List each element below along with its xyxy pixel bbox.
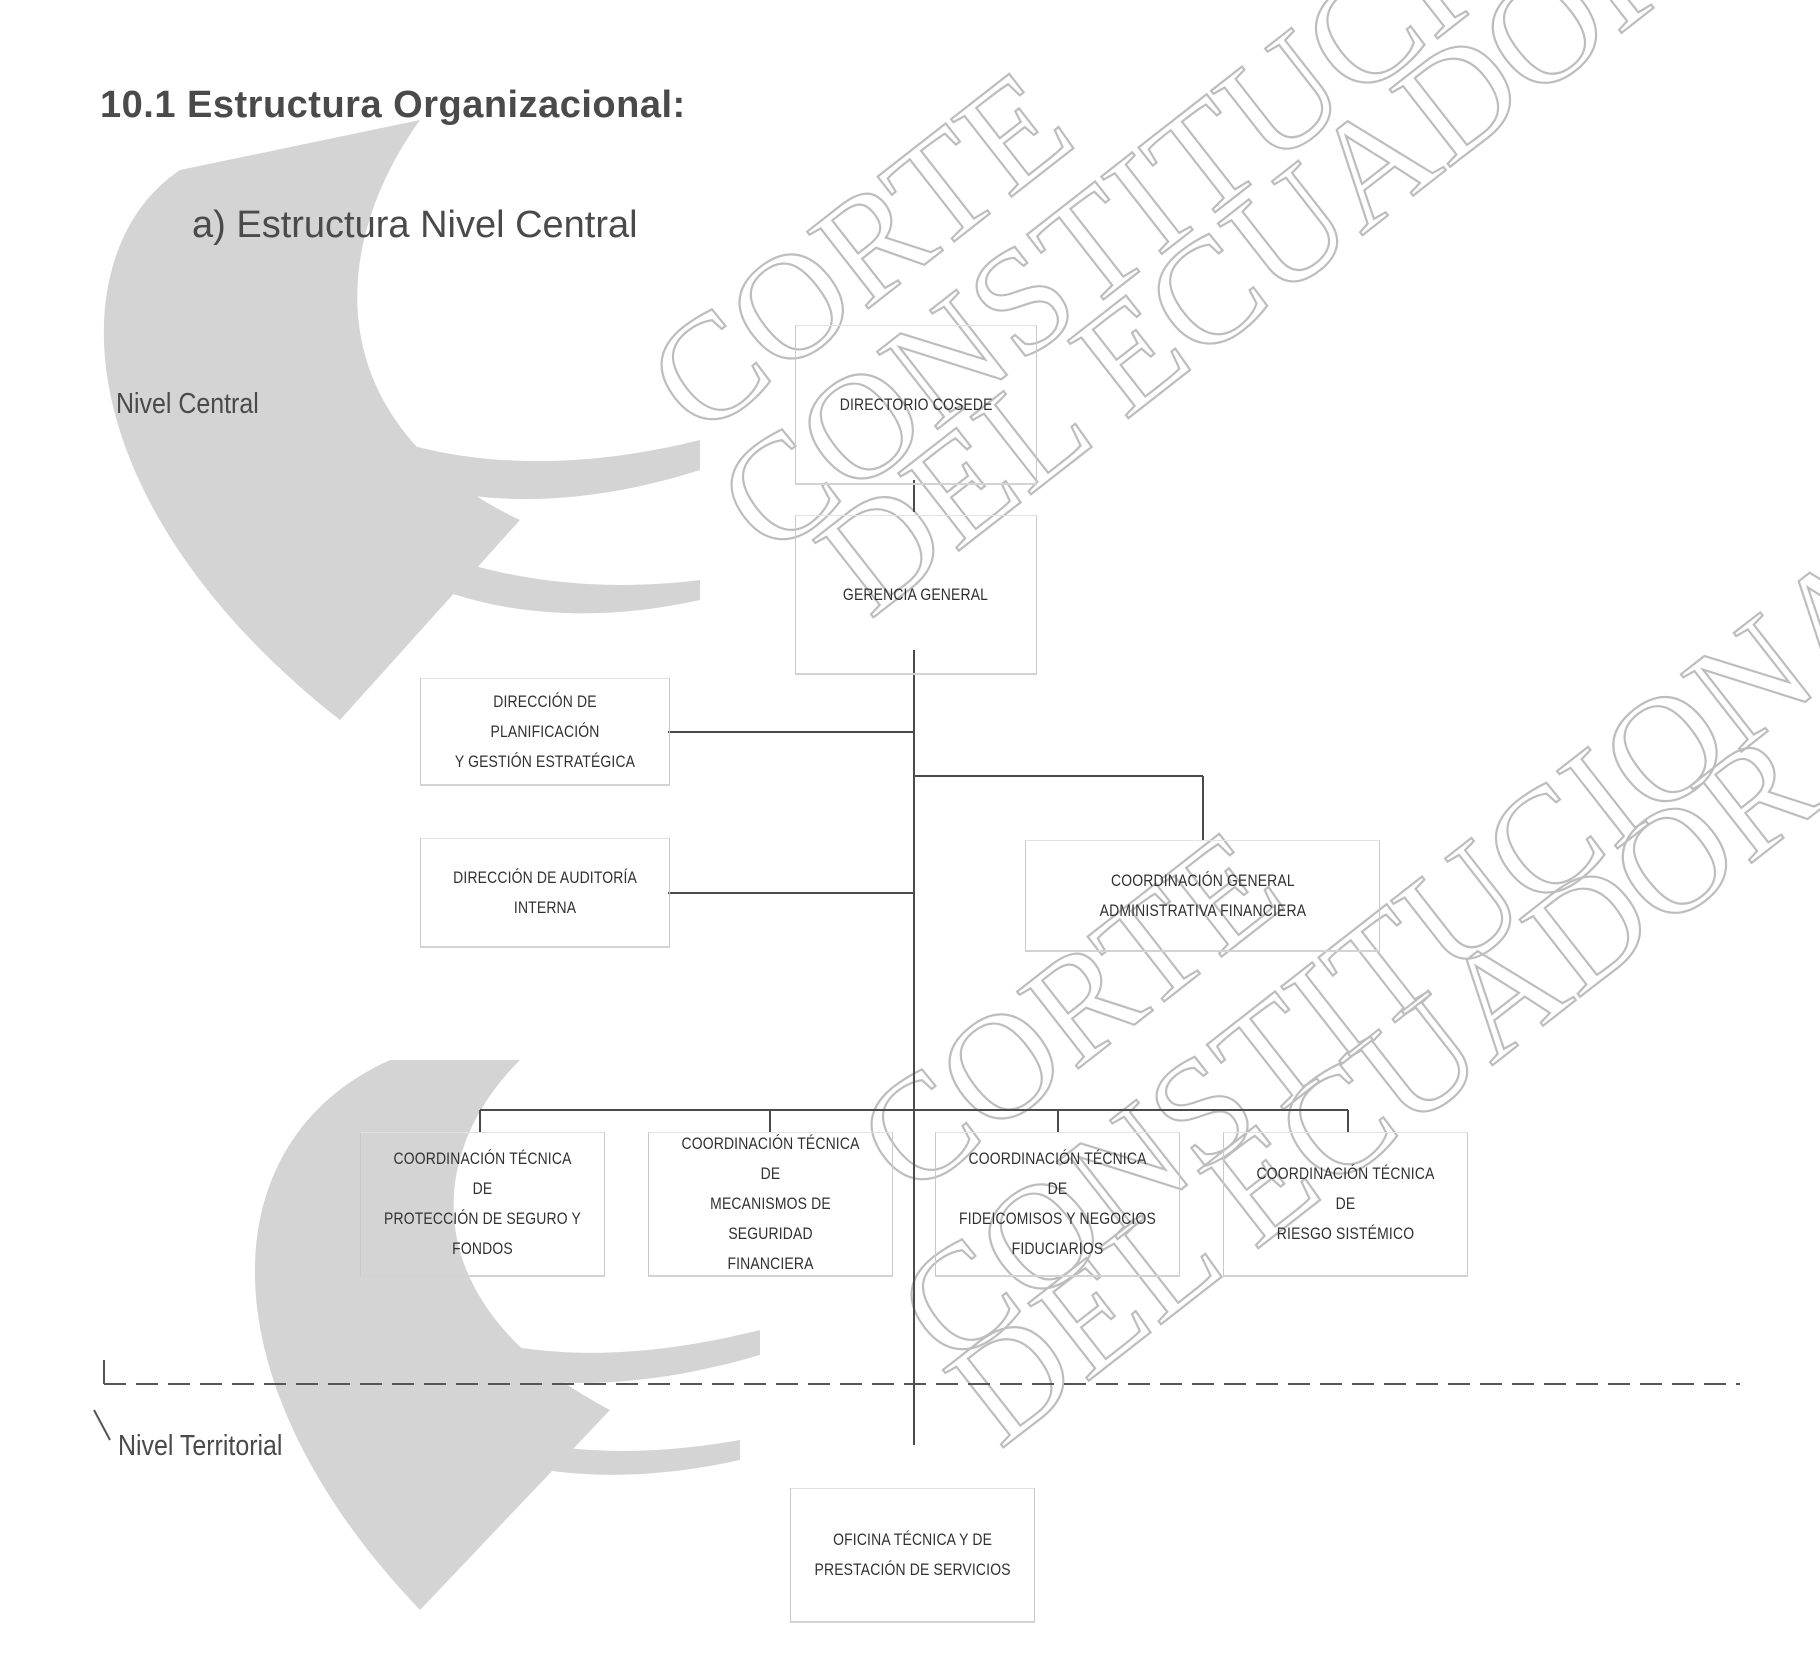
org-node-fideicomisos: COORDINACIÓN TÉCNICA DE FIDEICOMISOS Y N… <box>935 1132 1180 1277</box>
org-node-coord-admin: COORDINACIÓN GENERAL ADMINISTRATIVA FINA… <box>1025 840 1380 952</box>
org-node-label: DIRECTORIO COSEDE <box>839 394 993 414</box>
org-node-label: COORDINACIÓN GENERAL ADMINISTRATIVA FINA… <box>1099 870 1306 920</box>
section-heading: 10.1 Estructura Organizacional: <box>100 84 686 126</box>
watermark-swoosh-top-arc1 <box>240 330 700 500</box>
org-node-oficina: OFICINA TÉCNICA Y DE PRESTACIÓN DE SERVI… <box>790 1488 1035 1623</box>
org-node-gerencia: GERENCIA GENERAL <box>795 515 1037 675</box>
org-node-label: OFICINA TÉCNICA Y DE PRESTACIÓN DE SERVI… <box>814 1530 1011 1579</box>
level-label-territorial: Nivel Territorial <box>118 1430 283 1462</box>
org-node-riesgo: COORDINACIÓN TÉCNICA DE RIESGO SISTÉMICO <box>1223 1132 1468 1277</box>
org-node-directorio: DIRECTORIO COSEDE <box>795 325 1037 485</box>
watermark-swoosh-bottom-arc1 <box>300 1220 760 1383</box>
org-node-label: COORDINACIÓN TÉCNICA DE PROTECCIÓN DE SE… <box>383 1149 581 1258</box>
org-node-auditoria: DIRECCIÓN DE AUDITORÍA INTERNA <box>420 838 670 948</box>
org-node-label: COORDINACIÓN TÉCNICA DE MECANISMOS DE SE… <box>681 1134 860 1273</box>
org-node-label: COORDINACIÓN TÉCNICA DE FIDEICOMISOS Y N… <box>959 1149 1156 1258</box>
org-node-label: DIRECCIÓN DE AUDITORÍA INTERNA <box>453 867 637 917</box>
org-node-proteccion: COORDINACIÓN TÉCNICA DE PROTECCIÓN DE SE… <box>360 1132 605 1277</box>
watermark-swoosh-top-arc2 <box>280 450 700 614</box>
org-node-label: DIRECCIÓN DE PLANIFICACIÓN Y GESTIÓN EST… <box>454 691 636 771</box>
org-node-mecanismos: COORDINACIÓN TÉCNICA DE MECANISMOS DE SE… <box>648 1132 893 1277</box>
watermark-swoosh-bottom-arc2 <box>330 1330 740 1475</box>
subsection-heading: a) Estructura Nivel Central <box>192 204 638 246</box>
org-node-planificacion: DIRECCIÓN DE PLANIFICACIÓN Y GESTIÓN EST… <box>420 678 670 786</box>
org-node-label: COORDINACIÓN TÉCNICA DE RIESGO SISTÉMICO <box>1256 1164 1435 1243</box>
level-label-central: Nivel Central <box>116 388 259 420</box>
level-separator-slash <box>93 1409 111 1441</box>
org-node-label: GERENCIA GENERAL <box>843 584 989 604</box>
